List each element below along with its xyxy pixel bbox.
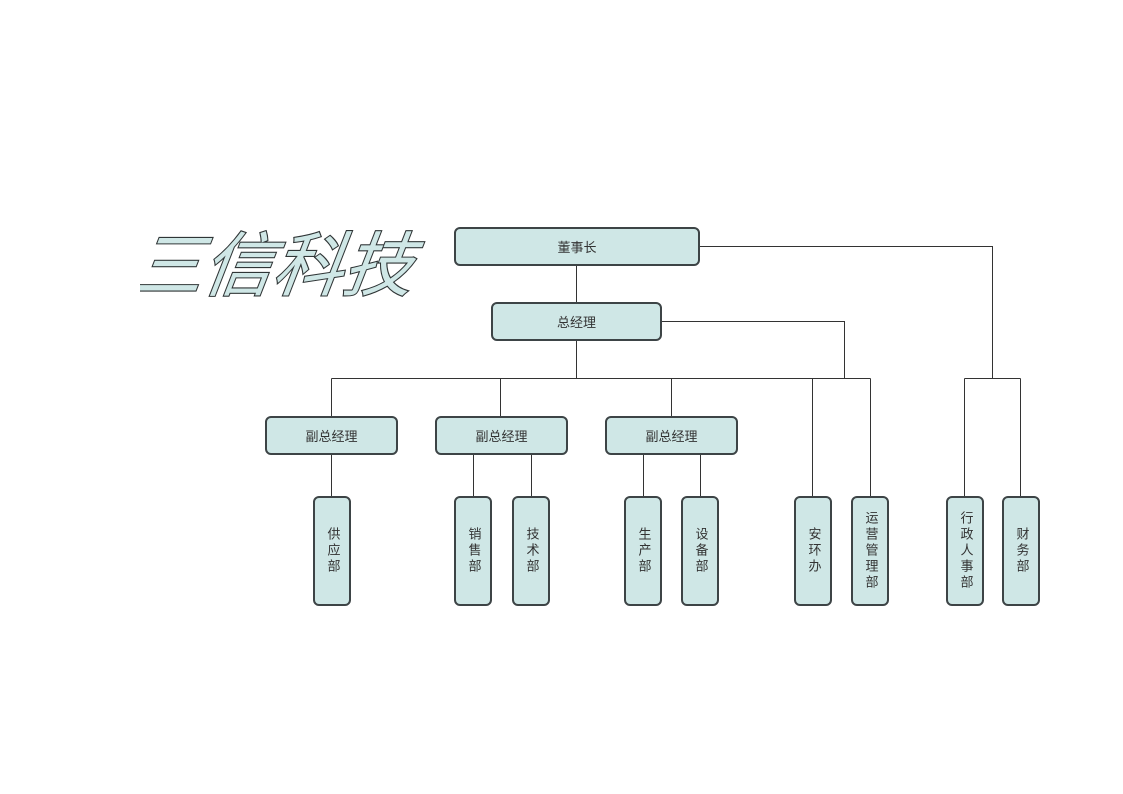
node-general-manager: 总经理: [491, 302, 662, 341]
node-vp-3: 副总经理: [605, 416, 738, 455]
node-chairman: 董事长: [454, 227, 700, 266]
company-logo: 三信科技: [140, 224, 428, 308]
node-vp-1: 副总经理: [265, 416, 398, 455]
node-dept-production: 生产部: [624, 496, 662, 606]
node-dept-equipment: 设备部: [681, 496, 719, 606]
node-vp-2: 副总经理: [435, 416, 568, 455]
node-dept-safety-env: 安环办: [794, 496, 832, 606]
node-dept-tech: 技术部: [512, 496, 550, 606]
connector-chairman-right: [699, 246, 993, 379]
connector-gm-right: [661, 321, 845, 379]
node-dept-sales: 销售部: [454, 496, 492, 606]
logo-text: 三信科技: [140, 225, 427, 307]
node-dept-operations: 运营管理部: [851, 496, 889, 606]
node-dept-finance: 财务部: [1002, 496, 1040, 606]
node-dept-supply: 供应部: [313, 496, 351, 606]
node-dept-admin-hr: 行政人事部: [946, 496, 984, 606]
